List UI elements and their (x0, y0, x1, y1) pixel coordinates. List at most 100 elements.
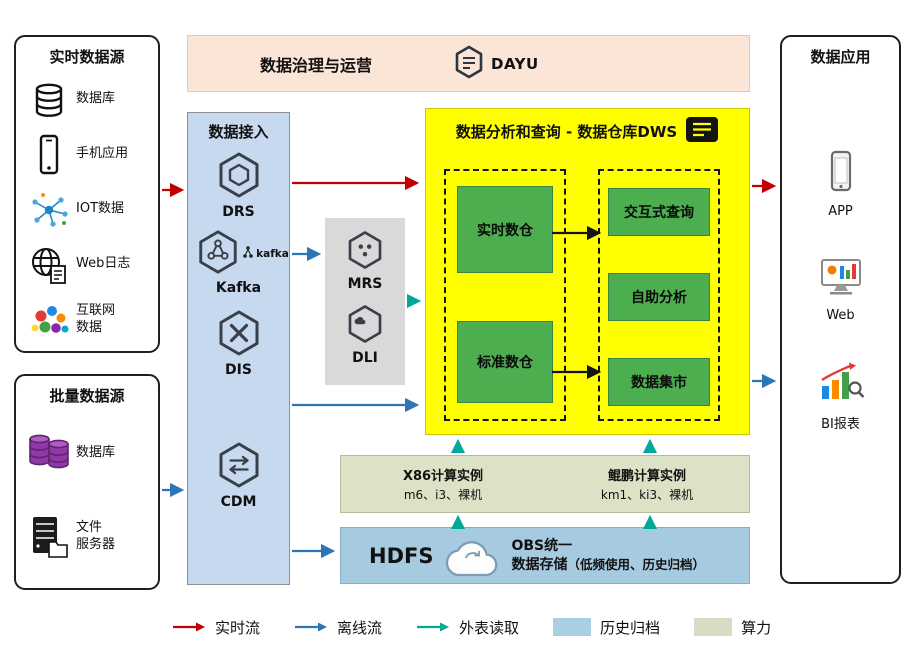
analysis-services-group: 交互式查询 自助分析 数据集市 (598, 169, 720, 421)
drs-hexagon-icon (216, 151, 262, 203)
source-item-label: 手机应用 (76, 146, 129, 162)
teal-arrow-icon (417, 622, 450, 632)
legend: 实时流 离线流 外表读取 历史归档 算力 (172, 612, 771, 642)
dws-panel: 数据分析和查询 - 数据仓库DWS 实时数仓 标准数仓 交互式查询 自助分析 数… (425, 108, 750, 435)
data-applications-title: 数据应用 (810, 48, 871, 66)
source-item-mobile-app: 手机应用 (22, 127, 156, 182)
source-item-label: Web日志 (76, 256, 131, 272)
ingestion-item-label: DIS (225, 362, 252, 378)
ingestion-item-drs: DRS (188, 151, 289, 220)
source-item-label: 互联网 数据 (76, 302, 116, 335)
realtime-sources-title: 实时数据源 (49, 48, 125, 66)
dayu-brand-label: DAYU (491, 54, 539, 73)
source-item-label: 文件 服务器 (76, 520, 116, 552)
compute-swatch (694, 618, 733, 636)
data-mart-box: 数据集市 (608, 358, 710, 406)
source-item-database-batch: 数据库 (22, 411, 156, 495)
ingestion-item-label: Kafka (215, 280, 262, 296)
kafka-logo-icon (242, 245, 254, 264)
legend-label: 实时流 (215, 618, 261, 637)
compute-instances-panel: X86计算实例 m6、i3、裸机 鲲鹏计算实例 km1、ki3、裸机 (340, 455, 750, 513)
source-item-web-log: Web日志 (22, 237, 156, 292)
source-item-label: 数据库 (76, 91, 116, 107)
internet-data-icon (22, 300, 76, 340)
governance-title: 数据治理与运营 (260, 55, 373, 75)
data-ingestion-panel: 数据接入 DRS kafka Kafka DIS (187, 112, 290, 585)
warehouse-group: 实时数仓 标准数仓 (444, 169, 566, 421)
database-icon (22, 80, 76, 120)
obs-cloud-icon (445, 532, 499, 580)
ingestion-item-label: CDM (220, 494, 257, 510)
application-item-label: BI报表 (821, 417, 860, 432)
obs-line2: 数据存储 (511, 556, 568, 573)
self-service-analysis-box: 自助分析 (608, 273, 710, 321)
middleware-panel: MRS DLI (325, 218, 405, 385)
source-item-iot: IOT数据 (22, 182, 156, 237)
middleware-item-label: MRS (347, 276, 383, 292)
source-item-file-server: 文件 服务器 (22, 495, 156, 579)
ingestion-item-cdm: CDM (188, 441, 289, 510)
data-applications-panel: 数据应用 APP Web BI报表 (780, 35, 901, 584)
file-server-icon (22, 514, 76, 560)
archive-swatch (553, 618, 592, 636)
iot-icon (22, 190, 76, 230)
hdfs-label: HDFS (369, 543, 434, 568)
mrs-hexagon-icon (346, 230, 384, 274)
standard-warehouse-box: 标准数仓 (457, 321, 553, 403)
application-item-web: Web (782, 255, 899, 323)
legend-label: 离线流 (337, 618, 383, 637)
governance-bar: 数据治理与运营 DAYU (187, 35, 750, 92)
batch-sources-title: 批量数据源 (49, 387, 125, 405)
ingestion-item-kafka: kafka Kafka (188, 229, 289, 296)
application-item-label: APP (828, 204, 853, 219)
obs-storage-text: OBS统一 数据存储（低频使用、历史归档） (511, 537, 705, 575)
realtime-sources-panel: 实时数据源 数据库 手机应用 IOT数据 (14, 35, 160, 353)
database-purple-icon (22, 430, 76, 476)
middleware-item-label: DLI (352, 350, 378, 366)
compute-subtitle: km1、ki3、裸机 (600, 488, 694, 502)
compute-title: 鲲鹏计算实例 (607, 469, 686, 484)
phone-icon (22, 134, 76, 176)
legend-item-archive: 历史归档 (553, 617, 660, 638)
dli-hexagon-icon (346, 304, 384, 348)
legend-item-compute: 算力 (694, 617, 771, 638)
bi-report-icon (817, 360, 865, 408)
legend-item-offline-flow: 离线流 (294, 617, 382, 638)
legend-label: 历史归档 (600, 618, 661, 637)
data-ingestion-title: 数据接入 (208, 123, 269, 141)
dayu-brand: DAYU (454, 45, 539, 83)
kafka-hexagon-icon (196, 229, 240, 279)
source-item-label: 数据库 (76, 444, 116, 460)
obs-line1: OBS统一 (511, 537, 573, 554)
storage-panel: HDFS OBS统一 数据存储（低频使用、历史归档） (340, 527, 750, 584)
dis-hexagon-icon (216, 309, 262, 361)
legend-item-realtime-flow: 实时流 (172, 617, 260, 638)
middleware-item-mrs: MRS (325, 230, 405, 292)
source-item-database: 数据库 (22, 72, 156, 127)
red-arrow-icon (173, 622, 205, 632)
legend-item-external-read: 外表读取 (416, 617, 519, 638)
cdm-hexagon-icon (216, 441, 262, 493)
application-item-bi: BI报表 (782, 360, 899, 432)
compute-subtitle: m6、i3、裸机 (403, 488, 483, 502)
ingestion-item-label: DRS (222, 204, 255, 220)
application-item-label: Web (826, 308, 855, 323)
compute-title: X86计算实例 (402, 469, 484, 484)
globe-document-icon (22, 244, 76, 286)
source-item-internet-data: 互联网 数据 (22, 292, 156, 347)
web-monitor-icon (818, 255, 864, 303)
kafka-wordmark: kafka (256, 248, 289, 260)
legend-label: 算力 (741, 618, 772, 637)
dayu-logo-icon (454, 45, 484, 83)
x86-compute-instance: X86计算实例 m6、i3、裸机 (341, 456, 545, 512)
batch-sources-panel: 批量数据源 数据库 文件 服务器 (14, 374, 160, 590)
middleware-item-dli: DLI (325, 304, 405, 366)
obs-note: （低频使用、历史归档） (567, 556, 705, 572)
dws-document-icon (685, 116, 719, 147)
app-phone-icon (821, 149, 861, 199)
legend-label: 外表读取 (459, 618, 520, 637)
blue-arrow-icon (295, 622, 328, 632)
source-item-label: IOT数据 (76, 201, 125, 217)
ingestion-item-dis: DIS (188, 309, 289, 378)
